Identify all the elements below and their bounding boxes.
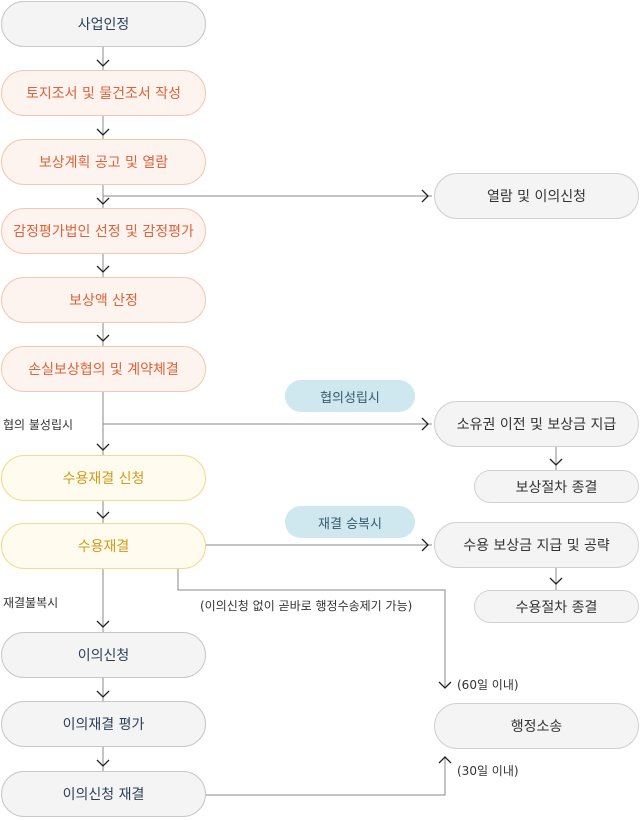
step-objection: 이의신청 — [1, 632, 206, 678]
side-ownership-transfer: 소유권 이전 및 보상금 지급 — [434, 401, 639, 447]
tag-accept: 재결 승복시 — [285, 506, 415, 538]
note-no-accept: 재결불복시 — [3, 596, 59, 610]
step-negotiation: 손실보상협의 및 계약체결 — [1, 346, 206, 392]
side-compensation-end: 보상절차 종결 — [474, 470, 639, 503]
side-payment-deposit: 수용 보상금 지급 및 공략 — [434, 522, 639, 568]
side-lawsuit: 행정소송 — [434, 703, 639, 749]
tag-agreement: 협의성립시 — [285, 380, 415, 412]
step-business-approval: 사업인정 — [1, 1, 206, 47]
step-expropriation: 수용재결 — [1, 523, 206, 569]
step-land-survey: 토지조서 및 물건조서 작성 — [1, 70, 206, 116]
step-objection-review: 이의재결 평가 — [1, 701, 206, 747]
step-appraisal: 감정평가법인 선정 및 감정평가 — [1, 208, 206, 254]
step-compensation-plan: 보상계획 공고 및 열람 — [1, 139, 206, 185]
note-within-30: (30일 이내) — [457, 764, 519, 778]
step-expropriation-request: 수용재결 신청 — [1, 455, 206, 501]
step-objection-decision: 이의신청 재결 — [1, 771, 206, 817]
step-compensation-calc: 보상액 산정 — [1, 277, 206, 323]
note-direct-lawsuit: (이의신청 없이 곧바로 행정수송제기 가능) — [200, 599, 413, 613]
side-expropriation-end: 수용절차 종결 — [474, 590, 639, 623]
side-public-review: 열람 및 이의신청 — [434, 173, 639, 219]
note-within-60: (60일 이내) — [457, 678, 519, 692]
note-no-agreement: 협의 불성립시 — [3, 418, 74, 432]
